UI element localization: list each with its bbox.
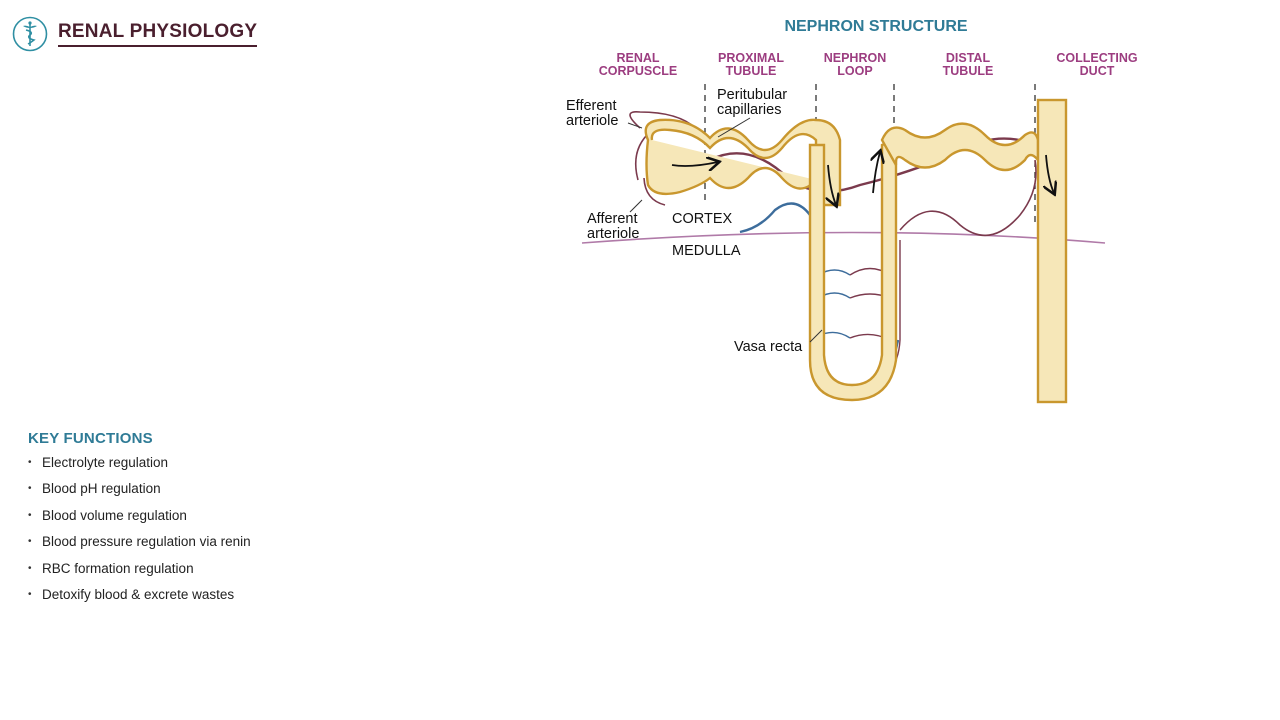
key-functions-title: KEY FUNCTIONS — [28, 430, 153, 447]
section-nephron-loop-line2: LOOP — [837, 64, 872, 78]
list-item-text: Electrolyte regulation — [42, 455, 169, 470]
bullet-icon: • — [28, 483, 32, 495]
label-afferent-line1: Afferent — [587, 211, 638, 227]
list-item-text: Blood pH regulation — [42, 481, 161, 497]
label-cortex: CORTEX — [672, 211, 732, 227]
cortex-medulla-boundary — [581, 231, 1106, 244]
section-distal-tubule-line2: TUBULE — [943, 64, 994, 78]
section-proximal-tubule-line2: TUBULE — [726, 64, 777, 78]
label-peritubular-line1: Peritubular — [717, 87, 787, 103]
bullet-icon: • — [28, 457, 32, 468]
label-efferent-line2: arteriole — [566, 113, 618, 129]
bullet-icon: • — [28, 536, 32, 548]
list-item: • RBC formation regulation — [28, 559, 388, 585]
list-item-text: RBC formation regulation — [42, 560, 194, 576]
proximal-tubule — [644, 118, 842, 207]
list-item: • Detoxify blood & excrete wastes — [28, 585, 388, 611]
diagram-title: NEPHRON STRUCTURE — [784, 18, 967, 35]
list-item: • Electrolyte regulation — [28, 453, 388, 479]
key-functions-list: • Electrolyte regulation • Blood pH regula… — [28, 453, 388, 611]
nephron-diagram: NEPHRON STRUCTURE RENAL CORPUSCLE PROXIM… — [566, 18, 1138, 404]
label-medulla: MEDULLA — [672, 243, 741, 259]
section-distal-tubule-line1: DISTAL — [946, 51, 991, 65]
label-vasa-recta: Vasa recta — [734, 339, 803, 355]
page-title: RENAL PHYSIOLOGY — [58, 21, 258, 47]
section-collecting-duct-line1: COLLECTING — [1056, 51, 1137, 65]
label-peritubular-line2: capillaries — [717, 102, 781, 118]
list-item: • Blood volume regulation — [28, 506, 388, 532]
section-collecting-duct-line2: DUCT — [1080, 64, 1115, 78]
section-renal-corpuscle-line1: RENAL — [616, 51, 659, 65]
flow-arrows — [671, 152, 1054, 205]
bullet-icon: • — [28, 509, 32, 521]
nephron-loop — [808, 138, 898, 402]
section-nephron-loop-line1: NEPHRON — [824, 51, 887, 65]
list-item-text: Blood volume regulation — [42, 507, 187, 523]
label-efferent-line1: Efferent — [566, 98, 617, 114]
list-item: • Blood pressure regulation via renin — [28, 532, 388, 558]
header: RENAL PHYSIOLOGY — [12, 16, 258, 52]
section-renal-corpuscle-line2: CORPUSCLE — [599, 64, 677, 78]
distal-tubule — [880, 122, 1040, 172]
key-functions-panel: KEY FUNCTIONS • Electrolyte regulation • B… — [28, 430, 388, 611]
bullet-icon: • — [28, 562, 32, 574]
list-item: • Blood pH regulation — [28, 479, 388, 505]
bullet-icon: • — [28, 588, 32, 600]
section-proximal-tubule-line1: PROXIMAL — [718, 51, 784, 65]
collecting-duct — [1036, 98, 1068, 404]
label-afferent-line2: arteriole — [587, 226, 639, 242]
list-item-text: Blood pressure regulation via renin — [42, 534, 251, 550]
list-item-text: Detoxify blood & excrete wastes — [42, 586, 235, 602]
caduceus-icon — [12, 16, 48, 52]
